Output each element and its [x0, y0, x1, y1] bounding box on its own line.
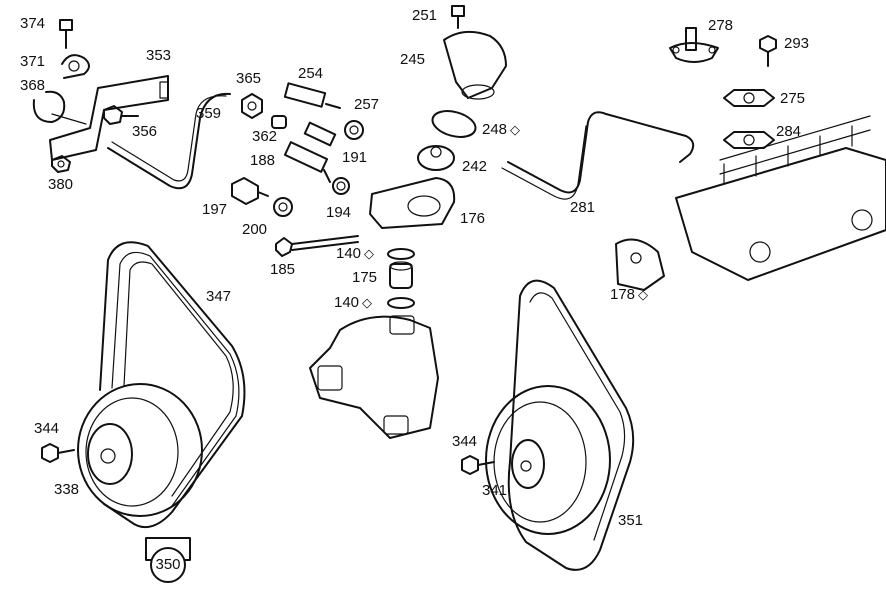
callout-368: 368	[20, 77, 46, 94]
fitting-362	[271, 115, 287, 129]
fitting-365	[241, 93, 263, 119]
ring-194	[332, 177, 350, 195]
bolt-374	[59, 19, 73, 49]
callout-284: 284	[776, 123, 802, 140]
water-pump	[309, 315, 439, 439]
bolt-356	[103, 105, 139, 125]
bracket-353	[49, 75, 169, 161]
callout-185: 185	[270, 261, 296, 278]
housing-245	[443, 30, 507, 100]
callout-281: 281	[570, 199, 596, 216]
pipe-281	[501, 111, 695, 200]
ring-200	[273, 197, 293, 217]
clamp-368	[32, 90, 87, 125]
bolt-344-right	[461, 455, 495, 475]
callout-278: 278	[708, 17, 734, 34]
flange-278	[669, 27, 719, 63]
callout-242: 242	[462, 158, 488, 175]
gasket-248	[431, 110, 477, 138]
bolt-344-left	[41, 443, 75, 463]
callout-350: 350	[150, 547, 186, 583]
callout-275: 275	[780, 90, 806, 107]
callout-191: 191	[342, 149, 368, 166]
belt-351	[507, 279, 635, 571]
callout-194: 194	[326, 204, 352, 221]
fitting-191	[303, 121, 337, 147]
callout-356: 356	[132, 123, 158, 140]
sleeve-175	[389, 261, 413, 289]
seal-140-bottom	[387, 297, 415, 309]
callout-248: 248◇	[482, 121, 521, 138]
thermostat-242	[417, 145, 455, 171]
clamp-371	[61, 54, 90, 79]
callout-140-bottom: 140◇	[334, 294, 373, 311]
symbol-178: ◇	[638, 287, 649, 302]
callout-140-top: 140◇	[336, 245, 375, 262]
callout-254: 254	[298, 65, 324, 82]
callout-175: 175	[352, 269, 378, 286]
callout-338: 338	[54, 481, 80, 498]
cylinder-head	[675, 115, 886, 281]
ring-257	[344, 120, 364, 140]
callout-344-left: 344	[34, 420, 60, 437]
bolt-185	[275, 235, 359, 257]
nut-380	[51, 155, 71, 173]
callout-353: 353	[146, 47, 172, 64]
pulley-341	[485, 385, 611, 535]
callout-362: 362	[252, 128, 278, 145]
callout-341: 341	[482, 482, 508, 499]
callout-359: 359	[196, 105, 222, 122]
callout-176: 176	[460, 210, 486, 227]
pulley-338	[77, 383, 203, 517]
gasket-275	[723, 89, 775, 107]
bolt-251	[451, 5, 465, 29]
belt-347	[99, 241, 246, 528]
gasket-178	[615, 238, 665, 291]
callout-371: 371	[20, 53, 46, 70]
callout-351: 351	[618, 512, 644, 529]
seal-140-top	[387, 248, 415, 260]
callout-188: 188	[250, 152, 276, 169]
callout-365: 365	[236, 70, 262, 87]
symbol-140-bottom: ◇	[362, 295, 373, 310]
symbol-140-top: ◇	[364, 246, 375, 261]
callout-347: 347	[206, 288, 232, 305]
fitting-254	[283, 82, 341, 109]
bolt-293	[759, 35, 777, 67]
callout-251: 251	[412, 7, 438, 24]
pipe-359	[107, 92, 231, 190]
callout-197: 197	[202, 201, 228, 218]
callout-293: 293	[784, 35, 810, 52]
callout-344-right: 344	[452, 433, 478, 450]
fitting-188	[283, 141, 331, 183]
symbol-248: ◇	[510, 122, 521, 137]
callout-245: 245	[400, 51, 426, 68]
callout-257: 257	[354, 96, 380, 113]
fitting-197	[231, 177, 269, 205]
callout-178: 178◇	[610, 286, 649, 303]
callout-200: 200	[242, 221, 268, 238]
housing-176	[369, 177, 456, 229]
gasket-284	[723, 131, 775, 149]
callout-380: 380	[48, 176, 74, 193]
callout-374: 374	[20, 15, 46, 32]
